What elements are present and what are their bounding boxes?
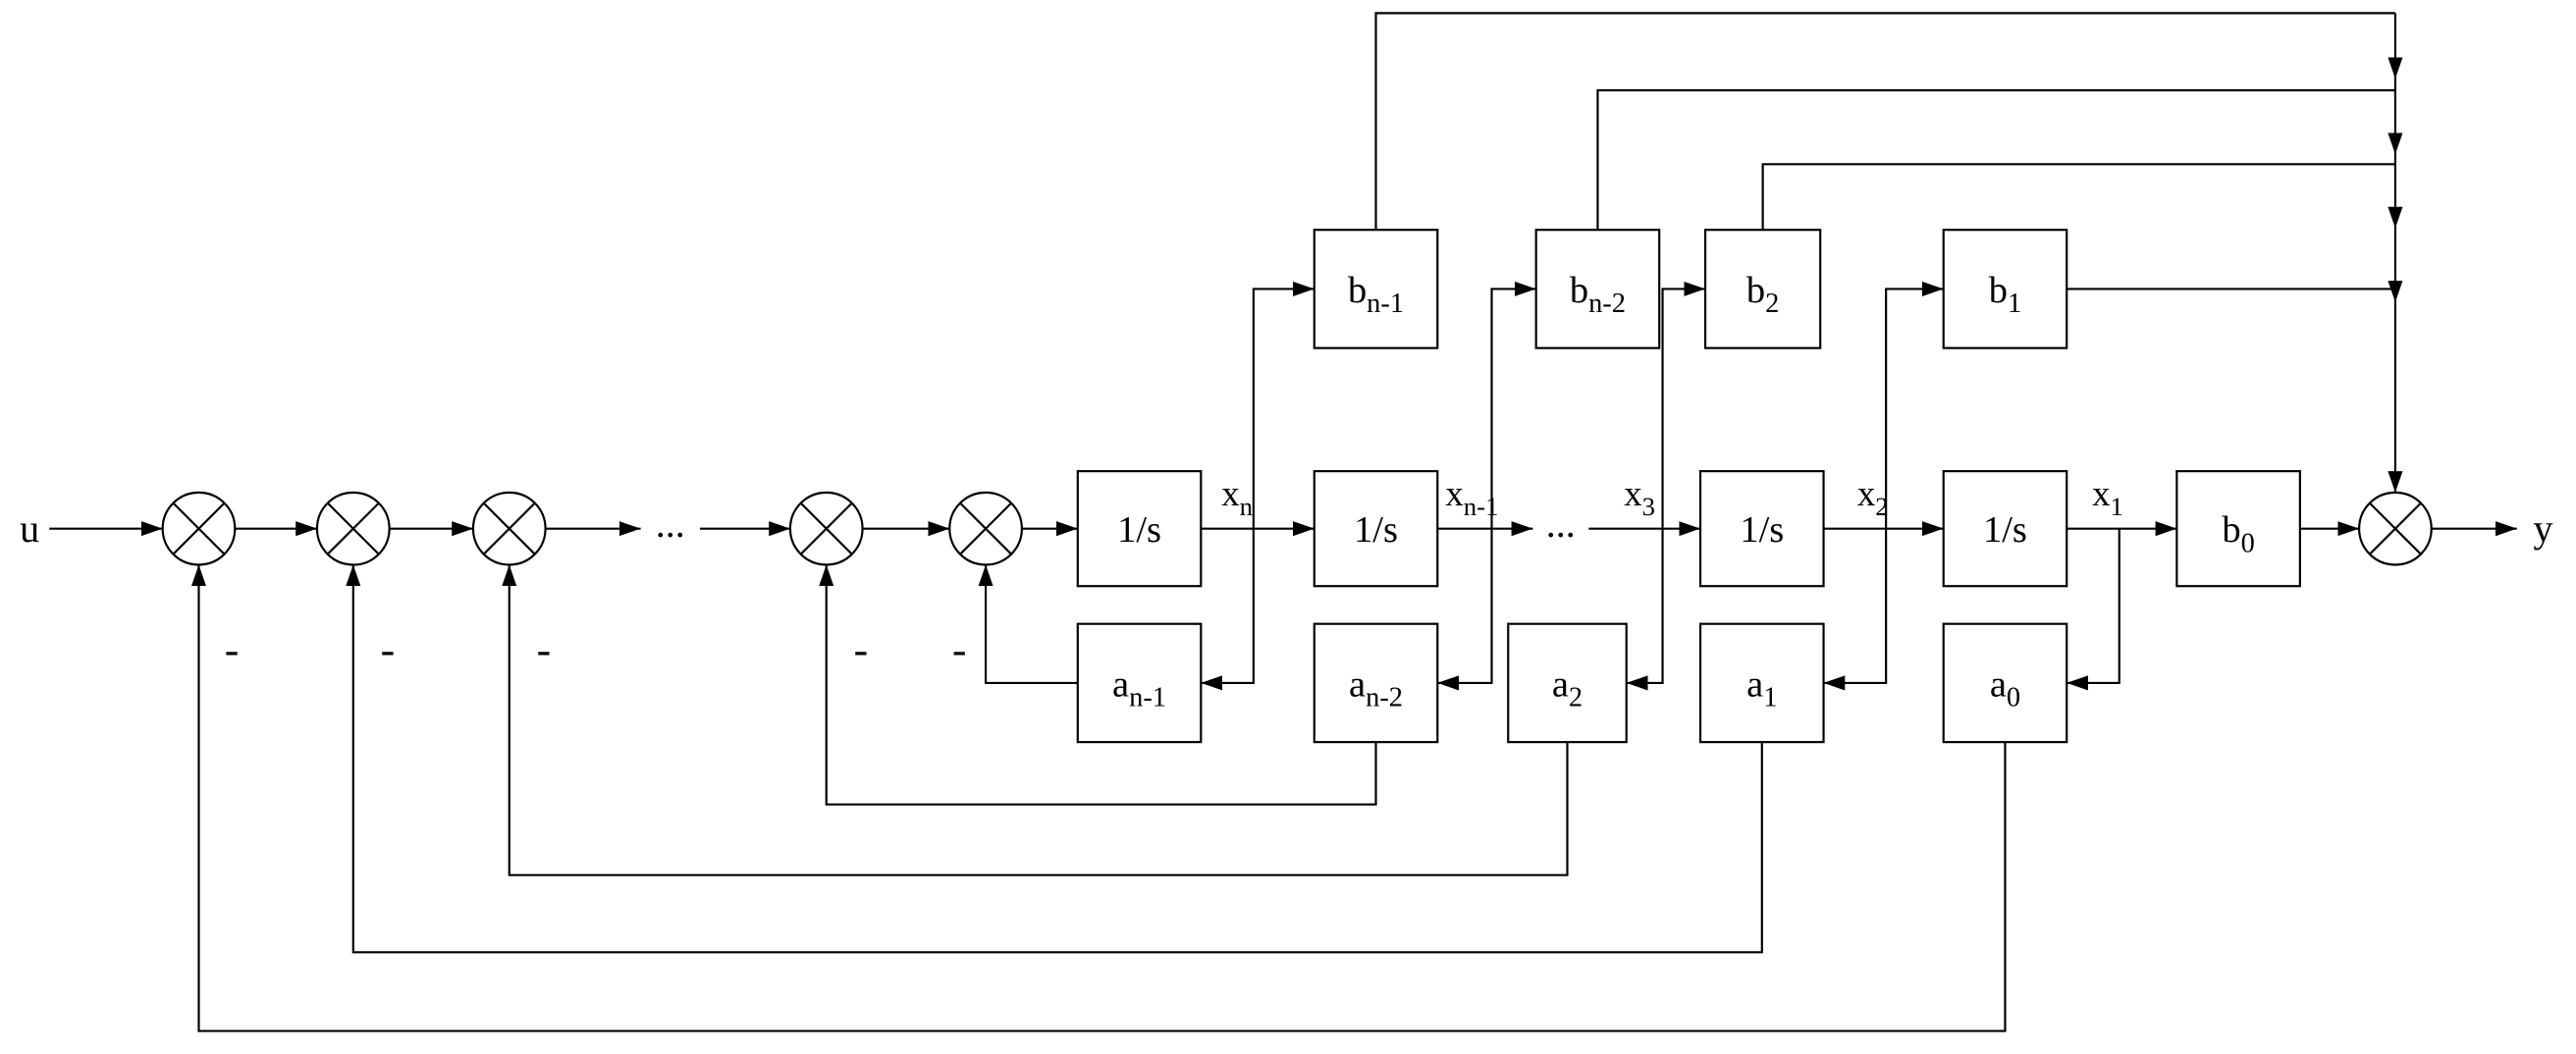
wire-xn1-tap-to-an2 — [1437, 528, 1493, 691]
block-integrator-4 — [1942, 470, 2068, 588]
label-input-u: u — [20, 506, 39, 551]
wire-x2-tap-to-b1 — [1885, 281, 1944, 529]
rail-arrowhead-2 — [2388, 132, 2403, 155]
block-gain-an-2 — [1313, 622, 1439, 744]
block-gain-b1 — [1942, 229, 2068, 349]
block-label-gain-a2: a2 — [1552, 663, 1583, 712]
block-label-gain-bn-2: bn-2 — [1570, 270, 1626, 319]
sum-junction-3-cross-2 — [482, 501, 536, 555]
label-minus-4: - — [854, 626, 869, 673]
block-label-integrator-3: 1/s — [1740, 509, 1784, 551]
block-label-integrator-1: 1/s — [1117, 509, 1161, 551]
wire-x3-tap-to-b2 — [1661, 281, 1706, 529]
wire-x2-tap-to-a1 — [1823, 528, 1888, 691]
wire-xn-tap-to-an1 — [1201, 528, 1255, 691]
block-integrator-3 — [1698, 470, 1825, 588]
label-ellipsis-2: ... — [1546, 501, 1576, 546]
sum-junction-2-cross-2 — [326, 501, 380, 555]
sum-junction-5-cross-2 — [959, 501, 1012, 555]
block-gain-a1 — [1698, 622, 1825, 744]
sum-junction-output-cross-2 — [2369, 501, 2422, 555]
label-minus-3: - — [537, 626, 552, 673]
wire-xn-tap-to-bn1 — [1252, 281, 1315, 529]
block-gain-an-1 — [1076, 622, 1203, 744]
sum-junction-1-cross-2 — [172, 501, 226, 555]
block-gain-bn-2 — [1534, 229, 1661, 349]
wire-xn1-tap-to-bn2 — [1490, 281, 1536, 529]
wire-bn1-top-rail — [1374, 12, 2395, 231]
label-state-x3: x3 — [1624, 473, 1655, 521]
block-label-gain-an-1: an-1 — [1112, 663, 1166, 712]
label-state-x1: x1 — [2092, 473, 2123, 521]
sum-junction-4-cross-2 — [799, 501, 853, 555]
wire-a2-feedback — [502, 564, 1569, 876]
label-minus-2: - — [381, 626, 396, 673]
block-label-gain-bn-1: bn-1 — [1348, 270, 1404, 319]
wire-bn2-top-rail — [1596, 88, 2395, 231]
wire-a0-feedback — [190, 564, 2007, 1032]
label-state-xn: xn — [1221, 473, 1253, 521]
label-state-xn-1: xn-1 — [1445, 473, 1498, 521]
block-label-gain-an-2: an-2 — [1349, 663, 1403, 712]
label-minus-1: - — [225, 626, 240, 673]
wire-an1-feedback — [978, 564, 1078, 685]
wire-b2-top-rail — [1761, 163, 2395, 231]
block-label-gain-a1: a1 — [1746, 663, 1777, 712]
wire-an2-feedback — [819, 564, 1377, 806]
block-label-gain-b0: b0 — [2222, 509, 2254, 558]
block-gain-bn-1 — [1313, 229, 1439, 349]
wire-x3-tap-to-a2 — [1626, 528, 1664, 691]
block-integrator-2 — [1313, 470, 1439, 588]
block-gain-a0 — [1942, 622, 2068, 744]
label-minus-5: - — [952, 626, 967, 673]
block-label-integrator-4: 1/s — [1983, 509, 2027, 551]
block-label-integrator-2: 1/s — [1354, 509, 1398, 551]
rail-arrowhead-4 — [2388, 281, 2403, 302]
block-gain-b2 — [1703, 229, 1822, 349]
block-label-gain-b1: b1 — [1989, 270, 2021, 319]
label-output-y: y — [2533, 506, 2552, 551]
block-gain-b0 — [2175, 470, 2301, 588]
wire-x1-tap-to-a0 — [2066, 528, 2120, 691]
block-label-gain-b2: b2 — [1746, 270, 1779, 319]
rail-arrowhead-3 — [2388, 206, 2403, 229]
rail-arrowhead-1 — [2388, 57, 2403, 79]
wire-a1-feedback — [346, 564, 1763, 954]
label-state-x2: x2 — [1857, 473, 1889, 521]
block-gain-a2 — [1507, 622, 1628, 744]
label-ellipsis-1: ... — [656, 501, 685, 546]
block-label-gain-a0: a0 — [1990, 663, 2020, 712]
block-integrator-1 — [1076, 470, 1203, 588]
